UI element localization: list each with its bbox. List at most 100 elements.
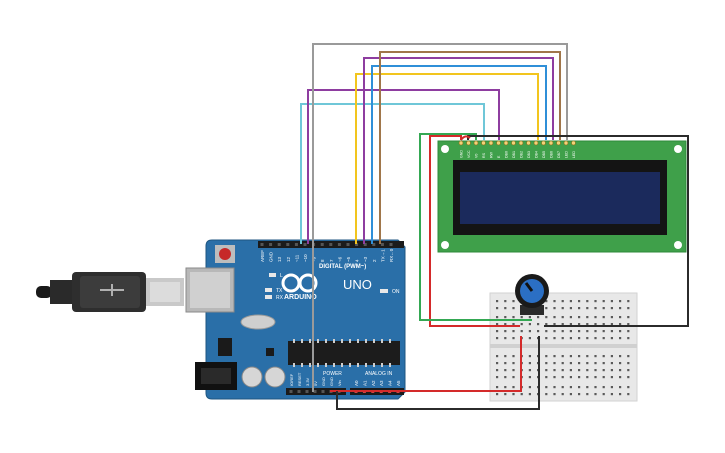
- lcd-pin[interactable]: [563, 140, 569, 146]
- breadboard-hole[interactable]: [569, 376, 572, 379]
- breadboard-hole[interactable]: [610, 386, 613, 389]
- breadboard-hole[interactable]: [553, 337, 556, 340]
- breadboard-hole[interactable]: [553, 369, 556, 372]
- breadboard-hole[interactable]: [504, 300, 507, 303]
- breadboard-hole[interactable]: [602, 337, 605, 340]
- breadboard-hole[interactable]: [528, 323, 531, 326]
- digital-pin-hole[interactable]: [372, 243, 376, 246]
- power-pin-hole[interactable]: [305, 390, 309, 393]
- breadboard-hole[interactable]: [512, 330, 515, 333]
- breadboard-hole[interactable]: [520, 330, 523, 333]
- breadboard-hole[interactable]: [602, 362, 605, 365]
- breadboard-hole[interactable]: [610, 393, 613, 396]
- digital-pin-hole[interactable]: [337, 243, 341, 246]
- breadboard-hole[interactable]: [586, 323, 589, 326]
- breadboard-hole[interactable]: [504, 323, 507, 326]
- breadboard-hole[interactable]: [569, 300, 572, 303]
- breadboard-hole[interactable]: [553, 393, 556, 396]
- breadboard-hole[interactable]: [619, 323, 622, 326]
- breadboard-hole[interactable]: [512, 337, 515, 340]
- breadboard-hole[interactable]: [569, 369, 572, 372]
- breadboard-hole[interactable]: [619, 330, 622, 333]
- breadboard-hole[interactable]: [578, 362, 581, 365]
- lcd-pin[interactable]: [571, 140, 576, 146]
- breadboard-hole[interactable]: [528, 330, 531, 333]
- breadboard-hole[interactable]: [578, 393, 581, 396]
- breadboard-hole[interactable]: [619, 316, 622, 319]
- breadboard-hole[interactable]: [627, 376, 630, 379]
- breadboard-hole[interactable]: [594, 386, 597, 389]
- digital-pin-hole[interactable]: [355, 243, 359, 246]
- digital-pin-hole[interactable]: [329, 243, 333, 246]
- power-pin-hole[interactable]: [321, 390, 325, 393]
- breadboard-hole[interactable]: [602, 316, 605, 319]
- breadboard-hole[interactable]: [586, 362, 589, 365]
- breadboard-hole[interactable]: [561, 300, 564, 303]
- digital-pin-hole[interactable]: [380, 243, 384, 246]
- breadboard-hole[interactable]: [610, 323, 613, 326]
- breadboard-hole[interactable]: [528, 337, 531, 340]
- breadboard-hole[interactable]: [553, 376, 556, 379]
- breadboard-hole[interactable]: [553, 316, 556, 319]
- breadboard-hole[interactable]: [610, 316, 613, 319]
- breadboard-hole[interactable]: [594, 337, 597, 340]
- breadboard-hole[interactable]: [528, 369, 531, 372]
- breadboard-hole[interactable]: [594, 376, 597, 379]
- digital-pin-hole[interactable]: [389, 243, 393, 246]
- digital-pin-hole[interactable]: [269, 243, 273, 246]
- breadboard-hole[interactable]: [627, 369, 630, 372]
- breadboard-hole[interactable]: [602, 393, 605, 396]
- breadboard-hole[interactable]: [602, 323, 605, 326]
- breadboard-hole[interactable]: [627, 323, 630, 326]
- breadboard-hole[interactable]: [504, 376, 507, 379]
- breadboard-hole[interactable]: [528, 362, 531, 365]
- breadboard-hole[interactable]: [561, 362, 564, 365]
- breadboard-hole[interactable]: [553, 330, 556, 333]
- breadboard-hole[interactable]: [504, 369, 507, 372]
- breadboard-hole[interactable]: [528, 393, 531, 396]
- breadboard-hole[interactable]: [528, 316, 531, 319]
- breadboard-hole[interactable]: [586, 300, 589, 303]
- breadboard-hole[interactable]: [537, 330, 540, 333]
- breadboard-hole[interactable]: [610, 362, 613, 365]
- breadboard-hole[interactable]: [553, 307, 556, 310]
- breadboard-hole[interactable]: [545, 323, 548, 326]
- breadboard-hole[interactable]: [619, 386, 622, 389]
- breadboard-hole[interactable]: [602, 376, 605, 379]
- breadboard-hole[interactable]: [528, 355, 531, 358]
- breadboard-hole[interactable]: [610, 355, 613, 358]
- breadboard-hole[interactable]: [610, 337, 613, 340]
- lcd-pin[interactable]: [473, 140, 479, 146]
- potentiometer[interactable]: [515, 274, 549, 315]
- breadboard-hole[interactable]: [504, 355, 507, 358]
- breadboard-hole[interactable]: [512, 393, 515, 396]
- breadboard-hole[interactable]: [627, 300, 630, 303]
- digital-pin-hole[interactable]: [363, 243, 367, 246]
- breadboard-hole[interactable]: [569, 330, 572, 333]
- arduino-uno-board[interactable]: ARDUINO UNO ON TX RX L DIGITAL (PWM~) PO…: [185, 239, 406, 400]
- breadboard-hole[interactable]: [561, 393, 564, 396]
- digital-pin-hole[interactable]: [286, 243, 290, 246]
- breadboard-hole[interactable]: [569, 355, 572, 358]
- breadboard-hole[interactable]: [569, 386, 572, 389]
- breadboard-hole[interactable]: [578, 355, 581, 358]
- breadboard-hole[interactable]: [569, 316, 572, 319]
- lcd-pin[interactable]: [488, 140, 494, 146]
- breadboard-hole[interactable]: [578, 323, 581, 326]
- breadboard-hole[interactable]: [545, 369, 548, 372]
- breadboard-hole[interactable]: [512, 355, 515, 358]
- breadboard-hole[interactable]: [619, 369, 622, 372]
- breadboard-hole[interactable]: [496, 376, 499, 379]
- breadboard-hole[interactable]: [496, 362, 499, 365]
- digital-pin-hole[interactable]: [277, 243, 281, 246]
- breadboard-hole[interactable]: [528, 386, 531, 389]
- breadboard-hole[interactable]: [512, 362, 515, 365]
- digital-pin-hole[interactable]: [346, 243, 350, 246]
- lcd-pin[interactable]: [518, 140, 524, 146]
- breadboard-hole[interactable]: [602, 330, 605, 333]
- breadboard-hole[interactable]: [504, 337, 507, 340]
- breadboard-hole[interactable]: [545, 393, 548, 396]
- breadboard-hole[interactable]: [545, 307, 548, 310]
- breadboard-hole[interactable]: [553, 362, 556, 365]
- breadboard-hole[interactable]: [627, 386, 630, 389]
